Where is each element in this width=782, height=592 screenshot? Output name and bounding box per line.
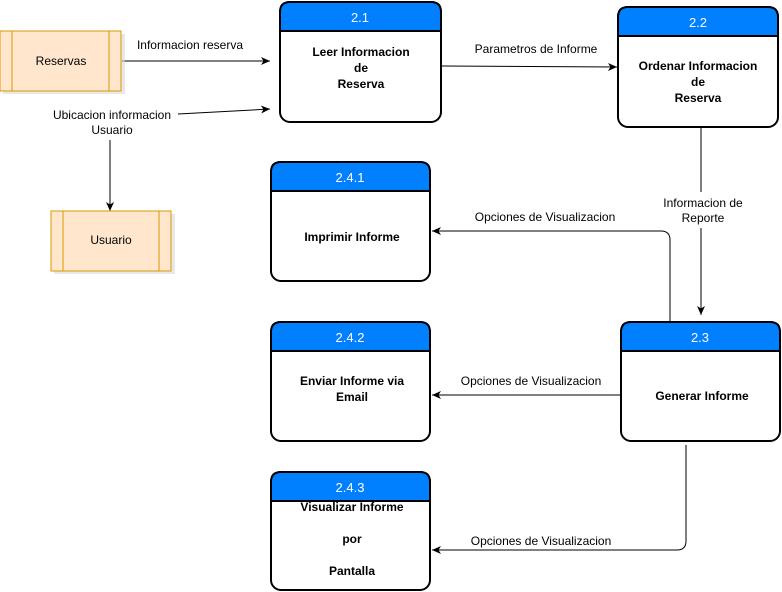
process-2-4-3-title-line3: Pantalla bbox=[329, 564, 375, 578]
process-2-3[interactable]: 2.3 Generar Informe bbox=[620, 321, 781, 442]
process-2-4-1[interactable]: 2.4.1 Imprimir Informe bbox=[270, 161, 431, 282]
process-2-3-title: Generar Informe bbox=[655, 389, 749, 403]
process-2-4-2[interactable]: 2.4.2 Enviar Informe via Email bbox=[270, 321, 431, 442]
process-2-4-2-id: 2.4.2 bbox=[336, 330, 365, 345]
label-ubicacion-line1: Ubicacion informacion bbox=[53, 108, 171, 122]
process-2-1-title-line3: Reserva bbox=[338, 77, 385, 91]
process-2-1-title-line2: de bbox=[354, 61, 368, 75]
process-2-2-title-line3: Reserva bbox=[675, 91, 722, 105]
label-opciones-imprimir: Opciones de Visualizacion bbox=[475, 210, 616, 224]
label-parametros-informe: Parametros de Informe bbox=[475, 42, 598, 56]
process-2-2-title-line2: de bbox=[691, 75, 705, 89]
process-2-4-1-id: 2.4.1 bbox=[336, 170, 365, 185]
flow-opciones-imprimir bbox=[432, 227, 671, 322]
process-2-4-3-title-line2: por bbox=[342, 532, 362, 546]
label-ubicacion-line2: Usuario bbox=[91, 123, 133, 137]
process-2-4-2-title-line2: Email bbox=[336, 390, 368, 404]
process-2-1-id: 2.1 bbox=[351, 10, 369, 25]
entity-usuario[interactable]: Usuario bbox=[50, 210, 175, 274]
process-2-4-2-title-line1: Enviar Informe via bbox=[300, 374, 404, 388]
flow-parametros-informe bbox=[441, 62, 618, 71]
edge-labels: Informacion reserva Ubicacion informacio… bbox=[53, 37, 748, 548]
flow-opciones-pantalla bbox=[432, 445, 687, 554]
label-informacion-reserva: Informacion reserva bbox=[137, 38, 243, 52]
entity-usuario-label: Usuario bbox=[90, 233, 132, 247]
label-informacion-reporte-line2: Reporte bbox=[682, 211, 725, 225]
process-2-4-3[interactable]: 2.4.3 Visualizar Informe por Pantalla bbox=[270, 471, 431, 591]
process-2-4-1-title: Imprimir Informe bbox=[304, 230, 400, 244]
process-2-4-3-title-line1: Visualizar Informe bbox=[300, 500, 403, 514]
process-2-2[interactable]: 2.2 Ordenar Informacion de Reserva bbox=[617, 6, 779, 128]
label-opciones-pantalla: Opciones de Visualizacion bbox=[471, 534, 612, 548]
entity-reservas[interactable]: Reservas bbox=[0, 30, 125, 94]
process-2-2-id: 2.2 bbox=[689, 15, 707, 30]
label-opciones-email: Opciones de Visualizacion bbox=[461, 374, 602, 388]
process-2-1-title-line1: Leer Informacion bbox=[312, 45, 409, 59]
flow-ubicacion-to-process bbox=[177, 105, 271, 115]
label-informacion-reporte-line1: Informacion de bbox=[663, 196, 743, 210]
process-2-4-3-id: 2.4.3 bbox=[336, 480, 365, 495]
entity-reservas-label: Reservas bbox=[36, 54, 87, 68]
process-2-2-title-line1: Ordenar Informacion bbox=[639, 59, 758, 73]
process-2-3-id: 2.3 bbox=[691, 330, 709, 345]
process-2-1[interactable]: 2.1 Leer Informacion de Reserva bbox=[279, 1, 442, 123]
